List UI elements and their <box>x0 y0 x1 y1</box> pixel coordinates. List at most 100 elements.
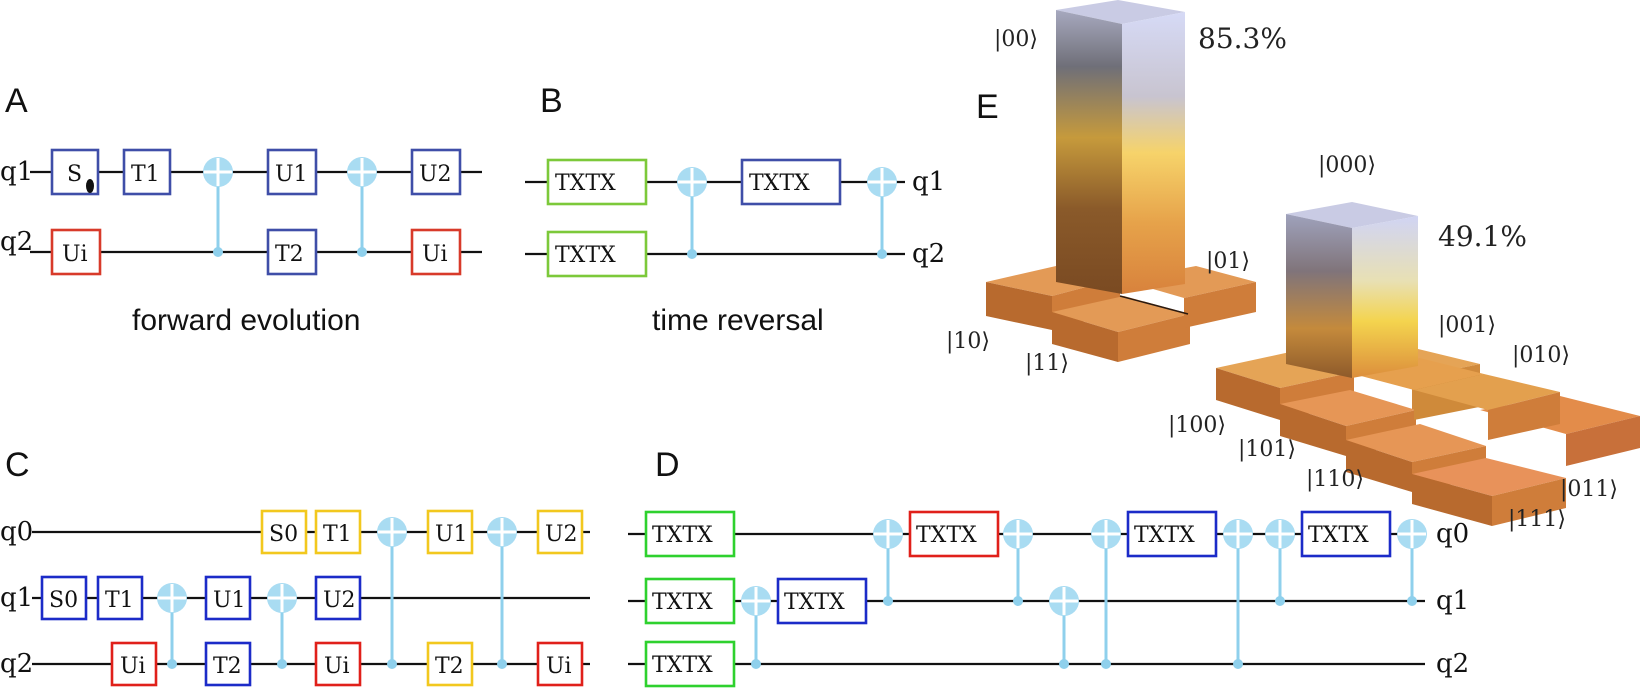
cnot-gate <box>203 157 233 257</box>
gate-ui: Ui <box>50 228 102 276</box>
cnot-gate <box>867 167 897 259</box>
panel-a-caption: forward evolution <box>132 304 360 337</box>
ket-011: |011⟩ <box>1560 477 1618 502</box>
control-dot-icon <box>167 659 177 669</box>
cnot-target-icon <box>867 167 897 197</box>
gate-ui: Ui <box>314 641 362 687</box>
cnot-target-icon <box>487 517 517 547</box>
bar-110 <box>1346 424 1486 462</box>
svg-text:T2: T2 <box>213 654 242 679</box>
cnot-gate <box>377 517 407 669</box>
ket-001: |001⟩ <box>1438 313 1496 338</box>
cnot-gate <box>267 583 297 669</box>
control-dot-icon <box>387 659 397 669</box>
ket-100: |100⟩ <box>1168 413 1226 438</box>
gate-t2: T2 <box>426 641 474 687</box>
svg-text:T1: T1 <box>323 522 352 547</box>
bar-010 <box>1414 374 1560 410</box>
svg-text:TXTX: TXTX <box>652 523 713 548</box>
gate-txtx: TXTX <box>644 640 736 688</box>
peak-percentage-00: 85.3% <box>1198 22 1287 55</box>
svg-text:TXTX: TXTX <box>916 523 977 548</box>
gate-s0: S0 <box>260 509 308 555</box>
cnot-gate <box>677 167 707 259</box>
bar-00 <box>1056 0 1185 294</box>
svg-text:T1: T1 <box>105 588 134 613</box>
gate-t1: T1 <box>96 575 144 621</box>
histogram-two-qubit: |00⟩ |01⟩ |10⟩ |11⟩ 85.3% <box>946 0 1287 376</box>
cnot-gate <box>873 519 903 606</box>
dagger-mark-icon <box>86 179 94 193</box>
control-dot-icon <box>1101 659 1111 669</box>
cnot-target-icon <box>1397 519 1427 549</box>
gate-t2: T2 <box>266 228 318 276</box>
gate-txtx: TXTX <box>740 158 842 206</box>
ket-111: |111⟩ <box>1508 507 1566 532</box>
svg-text:Ui: Ui <box>422 242 448 267</box>
svg-text:S0: S0 <box>49 588 78 613</box>
svg-text:TXTX: TXTX <box>652 590 713 615</box>
control-dot-icon <box>1407 596 1417 606</box>
bar-111 <box>1412 458 1566 496</box>
ket-110: |110⟩ <box>1306 467 1364 492</box>
ket-01: |01⟩ <box>1206 249 1250 274</box>
panel-c: C q0 q1 q2 S0 T1 U1 U2 S0 T1 U1 U2 Ui T2… <box>0 446 590 687</box>
cnot-gate <box>157 583 187 669</box>
gate-u1: U1 <box>266 148 318 196</box>
panel-d-label: D <box>655 446 680 484</box>
cnot-gate <box>1397 519 1427 606</box>
control-dot-icon <box>277 659 287 669</box>
gate-ui: Ui <box>410 228 462 276</box>
gate-t1: T1 <box>122 148 172 196</box>
gate-u1: U1 <box>204 575 252 621</box>
control-dot-icon <box>1233 659 1243 669</box>
svg-text:TXTX: TXTX <box>749 171 810 196</box>
bar-101 <box>1280 390 1416 426</box>
panel-c-label: C <box>5 446 30 484</box>
qubit-label-q1: q1 <box>1436 586 1469 616</box>
bar-000 <box>1286 202 1418 378</box>
cnot-target-icon <box>1091 519 1121 549</box>
ket-101: |101⟩ <box>1238 437 1296 462</box>
cnot-target-icon <box>1049 586 1079 616</box>
control-dot-icon <box>497 659 507 669</box>
svg-text:TXTX: TXTX <box>652 653 713 678</box>
panel-b: B q1 q2 TXTX TXTX TXTX <box>525 82 945 337</box>
cnot-target-icon <box>203 157 233 187</box>
gate-txtx: TXTX <box>1126 510 1218 558</box>
panel-a: A q1 q2 S T1 U1 U2 Ui T2 <box>0 82 482 337</box>
qubit-label-q2: q2 <box>0 649 33 679</box>
svg-text:U1: U1 <box>275 162 308 187</box>
svg-text:TXTX: TXTX <box>555 243 616 268</box>
panel-b-caption: time reversal <box>652 304 824 337</box>
panel-b-label: B <box>540 82 563 120</box>
qubit-label-q1: q1 <box>912 167 945 197</box>
cnot-gate <box>1049 586 1079 669</box>
cnot-target-icon <box>741 586 771 616</box>
svg-text:U2: U2 <box>545 522 578 547</box>
gate-ui: Ui <box>110 641 158 687</box>
cnot-target-icon <box>677 167 707 197</box>
svg-text:T2: T2 <box>435 654 464 679</box>
cnot-target-icon <box>1003 519 1033 549</box>
cnot-gate <box>1265 519 1295 606</box>
gate-t1: T1 <box>314 509 362 555</box>
svg-text:Ui: Ui <box>324 654 350 679</box>
panel-e: E |00⟩ |01⟩ |10⟩ |11⟩ 85.3% <box>946 0 1640 532</box>
cnot-target-icon <box>347 157 377 187</box>
cnot-target-icon <box>873 519 903 549</box>
gate-s: S <box>50 148 100 196</box>
svg-text:T2: T2 <box>275 242 304 267</box>
cnot-gate <box>1223 519 1253 669</box>
cnot-target-icon <box>267 583 297 613</box>
svg-text:TXTX: TXTX <box>784 590 845 615</box>
control-dot-icon <box>883 596 893 606</box>
cnot-target-icon <box>157 583 187 613</box>
control-dot-icon <box>1275 596 1285 606</box>
svg-text:S0: S0 <box>269 522 298 547</box>
cnot-target-icon <box>1223 519 1253 549</box>
ket-010: |010⟩ <box>1512 343 1570 368</box>
control-dot-icon <box>751 659 761 669</box>
cnot-gate <box>487 517 517 669</box>
